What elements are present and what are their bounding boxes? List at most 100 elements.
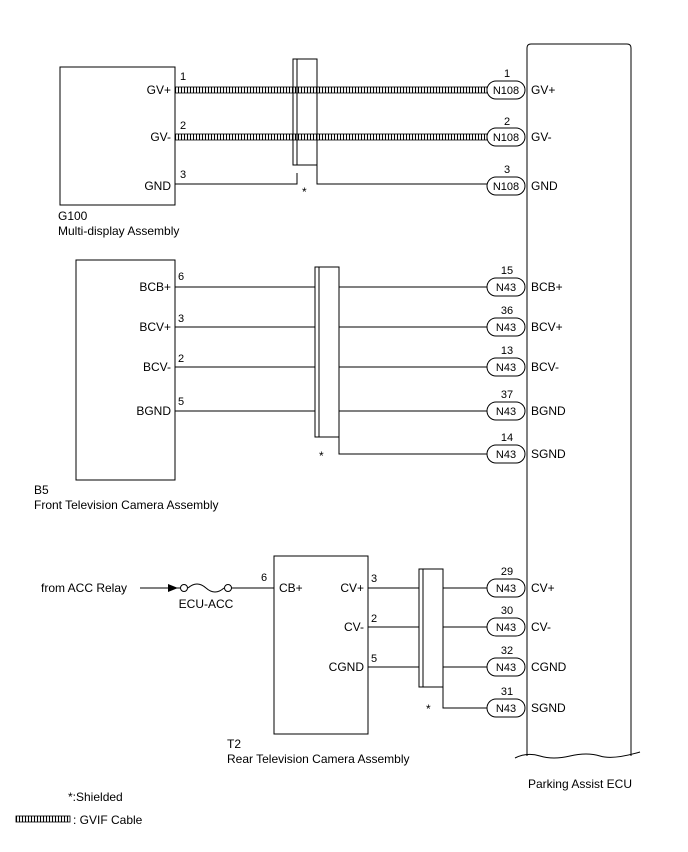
ecu-connector (486, 277, 526, 297)
b5-pin-label: BCV+ (139, 320, 171, 334)
ecu-pin-number: 29 (501, 566, 513, 578)
t2-pin-label: CGND (329, 660, 365, 674)
ecu-connector (486, 176, 526, 196)
ecu-connector (486, 578, 526, 598)
g100-pin-number: 2 (180, 120, 186, 132)
shield-drain-g100 (316, 165, 487, 185)
ecu-terminal-label: GND (531, 179, 558, 193)
ecu-connector (486, 444, 526, 464)
t2-name: Rear Television Camera Assembly (227, 752, 410, 766)
b5-pin-number: 2 (178, 353, 184, 365)
ecu-connector-code: N43 (496, 622, 516, 634)
shield-drain-t2 (442, 687, 487, 709)
ecu-connector-code: N43 (496, 703, 516, 715)
ecu-terminal-label: GV+ (531, 83, 555, 97)
t2-pin-number: 5 (371, 653, 377, 665)
ecu-pin-number: 14 (501, 432, 513, 444)
g100-pin-number: 3 (180, 169, 186, 181)
ecu-connector-code: N43 (496, 583, 516, 595)
ecu-pin-number: 13 (501, 345, 513, 357)
ecu-connector-code: N43 (496, 362, 516, 374)
gvif-cable-legend-icon (15, 815, 71, 823)
b5-pin-label: BGND (136, 404, 171, 418)
ecu-name: Parking Assist ECU (528, 777, 632, 791)
shield-g100 (292, 58, 318, 166)
t2-pin-number: 3 (371, 573, 377, 585)
ecu-pin-number: 30 (501, 605, 513, 617)
g100-pin-number: 1 (180, 71, 186, 83)
gvif-cable-gv-plus (174, 86, 488, 94)
ecu-pin-number: 31 (501, 686, 513, 698)
ecu-connector (486, 127, 526, 147)
b5-pin-number: 5 (178, 396, 184, 408)
ecu-terminal-label: CGND (531, 660, 567, 674)
b5-pin-label: BCV- (143, 360, 171, 374)
b5-component-box (75, 259, 176, 481)
ecu-pin-number: 3 (504, 164, 510, 176)
ecu-terminal-label: BCV- (531, 360, 559, 374)
ecu-connector (486, 80, 526, 100)
ecu-connector-code: N43 (496, 449, 516, 461)
ecu-terminal-label: CV+ (531, 581, 555, 595)
t2-component-box (273, 555, 369, 735)
ecu-connector-code: N43 (496, 406, 516, 418)
ecu-connector-code: N108 (493, 132, 519, 144)
gvif-cable-gv-minus (174, 133, 488, 141)
ecu-connector-code: N43 (496, 282, 516, 294)
g100-component-box (59, 66, 176, 206)
fuse-icon (187, 583, 225, 593)
ecu-terminal-label: SGND (531, 447, 566, 461)
legend-gvif: : GVIF Cable (73, 813, 143, 827)
wire-g100-gnd (175, 173, 298, 185)
ecu-connector (486, 317, 526, 337)
ecu-pin-number: 15 (501, 265, 513, 277)
ecu-pin-number: 1 (504, 68, 510, 80)
arrow-right-icon (168, 584, 178, 592)
fuse-terminal (180, 584, 188, 592)
shield-mark-b5: * (319, 449, 324, 463)
t2-code: T2 (227, 737, 241, 751)
ecu-pin-number: 36 (501, 305, 513, 317)
ecu-connector (486, 657, 526, 677)
t2-pin-label: CV- (344, 620, 364, 634)
ecu-break-line (514, 751, 641, 759)
t2-pin-number: 2 (371, 613, 377, 625)
b5-code: B5 (34, 483, 49, 497)
b5-pin-number: 6 (178, 271, 184, 283)
b5-pin-label: BCB+ (139, 280, 171, 294)
t2-input-pin-number: 6 (261, 572, 267, 584)
ecu-pin-number: 37 (501, 389, 513, 401)
shield-mark-t2: * (426, 702, 431, 716)
ecu-terminal-label: BGND (531, 404, 566, 418)
ecu-terminal-label: SGND (531, 701, 566, 715)
t2-pin-label: CV+ (340, 581, 364, 595)
ecu-connector-code: N43 (496, 322, 516, 334)
legend-shielded: *:Shielded (68, 790, 123, 804)
shield-drain-b5 (338, 437, 487, 455)
ecu-box (526, 43, 632, 756)
g100-code: G100 (58, 209, 88, 223)
ecu-connector-code: N108 (493, 85, 519, 97)
b5-pin-number: 3 (178, 313, 184, 325)
b5-name: Front Television Camera Assembly (34, 498, 219, 512)
ecu-pin-number: 32 (501, 645, 513, 657)
power-source-label: from ACC Relay (41, 581, 127, 595)
fuse-terminal (224, 584, 232, 592)
ecu-terminal-label: BCB+ (531, 280, 563, 294)
t2-input-pin-label: CB+ (279, 581, 303, 595)
ecu-connector (486, 401, 526, 421)
g100-pin-label: GV+ (147, 83, 171, 97)
ecu-terminal-label: CV- (531, 620, 551, 634)
ecu-connector (486, 698, 526, 718)
fuse-label: ECU-ACC (179, 597, 234, 611)
g100-name: Multi-display Assembly (58, 224, 179, 238)
ecu-connector (486, 617, 526, 637)
ecu-terminal-label: BCV+ (531, 320, 563, 334)
ecu-terminal-label: GV- (531, 130, 552, 144)
g100-pin-label: GND (144, 179, 171, 193)
ecu-pin-number: 2 (504, 116, 510, 128)
shield-mark-g100: * (302, 185, 307, 199)
ecu-connector (486, 357, 526, 377)
ecu-connector-code: N43 (496, 662, 516, 674)
